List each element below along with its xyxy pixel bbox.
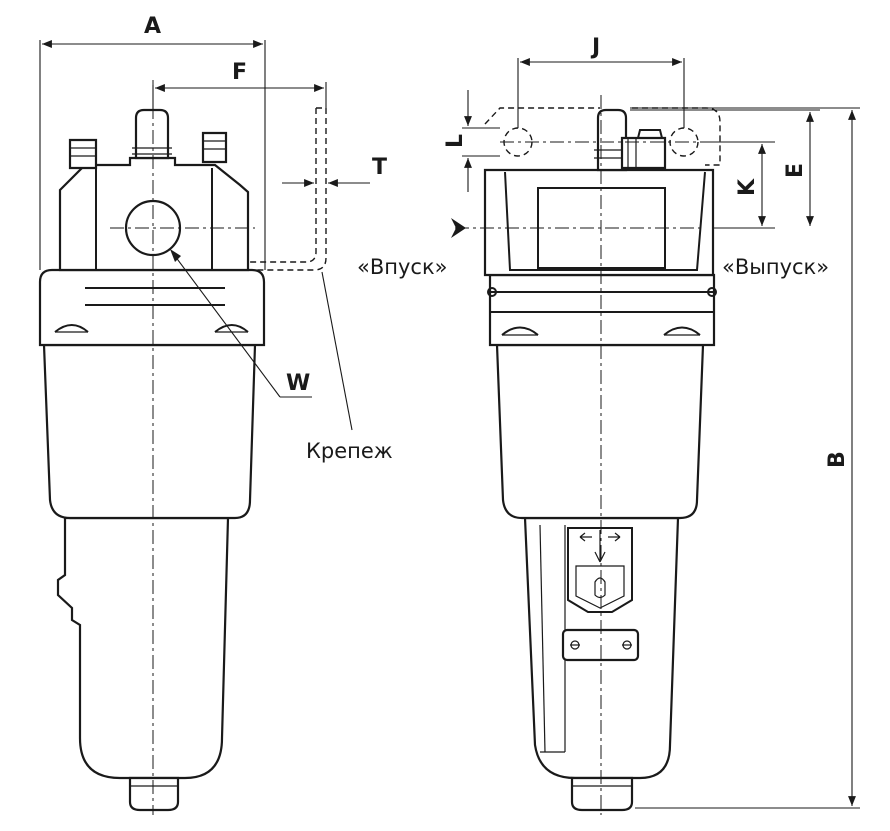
lower-bowl [56,516,230,780]
main-bowl [42,343,257,520]
dim-label-k: K [735,178,760,196]
housing-ring [38,268,266,347]
left-fitting [68,138,98,170]
right-fitting [201,131,228,164]
outlet-label: «Выпуск» [722,255,829,279]
dim-label-l: L [443,134,468,148]
dim-label-f: F [232,60,247,85]
dim-label-a: A [144,14,161,39]
dim-label-e: E [783,163,808,178]
dim-label-b: B [825,451,850,468]
front-drain-plug [570,776,634,812]
top-stem [134,108,170,160]
drain-plug [128,776,180,812]
mount-label: Крепеж [306,439,393,463]
front-head [483,168,715,277]
dim-label-j: J [590,35,600,60]
front-main-bowl [495,343,705,520]
front-stem [596,108,628,172]
inlet-label: «Впуск» [357,255,448,279]
front-view [451,58,860,815]
mount-bracket-outline [218,107,327,271]
dim-label-w: W [286,371,310,396]
inlet-arrow-icon [451,218,466,238]
side-view [38,40,370,815]
dim-label-t: T [372,155,387,180]
